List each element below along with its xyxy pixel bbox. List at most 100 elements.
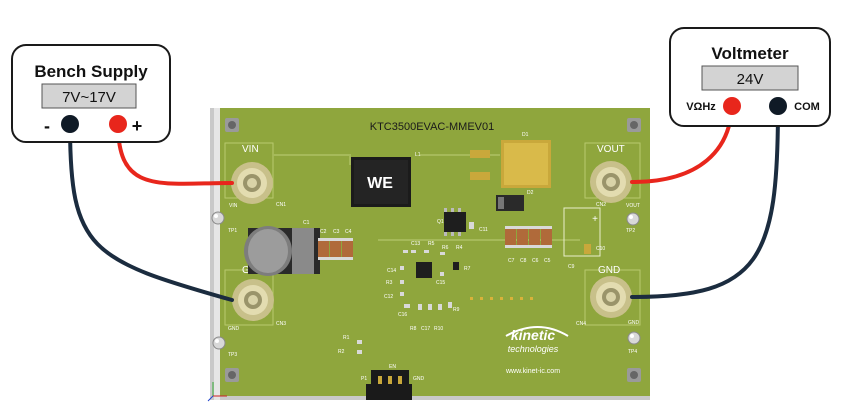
bench-supply-title: Bench Supply xyxy=(34,62,148,81)
mount-screw xyxy=(225,368,239,382)
vout-terminal[interactable] xyxy=(590,161,632,203)
c14-label: C14 xyxy=(387,268,396,274)
r9-label: R9 xyxy=(453,307,460,313)
black-wire-gnd-in xyxy=(68,122,234,302)
red-wire-vin xyxy=(116,122,234,186)
board-name: KTC3500EVAC-MMEV01 xyxy=(370,121,495,133)
tp2-label: TP2 xyxy=(626,228,635,234)
com-label: COM xyxy=(794,101,820,113)
voltmeter: Voltmeter 24V VΩHz COM xyxy=(669,27,831,127)
vout-label: VOUT xyxy=(597,144,625,155)
controller-ic xyxy=(416,262,432,278)
bench-supply-display xyxy=(41,83,137,109)
axis-marker-icon xyxy=(207,382,227,402)
cap-c10 xyxy=(584,244,591,254)
ceramic-caps-output xyxy=(505,226,552,248)
c17-label: C17 xyxy=(421,326,430,332)
voltmeter-v-jack[interactable] xyxy=(723,97,741,115)
c10-label: C10 xyxy=(596,246,605,252)
gnd-terminal-left[interactable] xyxy=(232,279,274,321)
c9-label: C9 xyxy=(568,264,575,270)
c2-label: C2 xyxy=(320,229,327,235)
test-point-tp3[interactable] xyxy=(212,336,226,350)
cn3-label: CN3 xyxy=(276,321,286,327)
test-point-tp2[interactable] xyxy=(626,212,640,226)
c16-label: C16 xyxy=(398,312,407,318)
small-passives xyxy=(357,250,533,354)
c13-label: C13 xyxy=(411,241,420,247)
d1-label: D1 xyxy=(522,132,529,138)
diode-d1 xyxy=(470,140,551,188)
c1-label: C1 xyxy=(303,220,310,226)
bench-positive-jack[interactable] xyxy=(109,115,127,133)
c5-label: C5 xyxy=(544,258,551,264)
ceramic-caps-input xyxy=(318,238,353,260)
c6-label: C6 xyxy=(532,258,539,264)
r3-label: R3 xyxy=(386,280,393,286)
p1-label: P1 xyxy=(361,376,367,382)
en-label: EN xyxy=(389,364,396,370)
tp4-net-label: GND xyxy=(628,320,640,326)
r10-label: R10 xyxy=(434,326,443,332)
r2-label: R2 xyxy=(338,349,345,355)
vohz-label: VΩHz xyxy=(686,101,716,113)
negative-label: - xyxy=(44,116,50,136)
black-wire-gnd-out xyxy=(630,104,780,299)
tp3-label: TP3 xyxy=(228,352,237,358)
cn1-label: CN1 xyxy=(276,202,286,208)
board-side xyxy=(214,108,220,400)
en-jumper[interactable] xyxy=(366,370,412,400)
gnd-right-label: GND xyxy=(598,265,620,276)
cn4-label: CN4 xyxy=(576,321,586,327)
voltmeter-com-jack[interactable] xyxy=(769,97,787,115)
bench-supply-display-text: 7V~17V xyxy=(62,89,116,106)
c7-label: C7 xyxy=(508,258,515,264)
vin-terminal[interactable] xyxy=(231,162,273,204)
c4-label: C4 xyxy=(345,229,352,235)
test-point-tp1[interactable] xyxy=(211,211,225,225)
tp1-net-label: VIN xyxy=(229,203,238,209)
logo-technologies-text: technologies xyxy=(508,344,559,354)
mosfet-q1 xyxy=(444,208,466,236)
d2-label: D2 xyxy=(527,190,534,196)
capacitor-c9: + xyxy=(563,207,601,257)
test-point-tp4[interactable] xyxy=(627,331,641,345)
inductor-l1: WE xyxy=(351,157,411,207)
r6-label: R6 xyxy=(442,245,449,251)
tp4-label: TP4 xyxy=(628,349,637,355)
mount-screw xyxy=(627,118,641,132)
r5-label: R5 xyxy=(428,241,435,247)
logo-kinetic-text: kinetic xyxy=(511,327,556,343)
r8-label: R8 xyxy=(410,326,417,332)
c11-label: C11 xyxy=(479,227,488,233)
tp2-net-label: VOUT xyxy=(626,203,640,209)
capacitor-c1 xyxy=(244,226,320,276)
diode-d2 xyxy=(496,195,524,211)
board-url: www.kinet-ic.com xyxy=(505,368,560,375)
vin-label: VIN xyxy=(242,144,259,155)
bench-negative-jack[interactable] xyxy=(61,115,79,133)
q1-label: Q1 xyxy=(437,219,444,225)
voltmeter-title: Voltmeter xyxy=(711,44,789,63)
cn2-label: CN2 xyxy=(596,202,606,208)
r4-label: R4 xyxy=(456,245,463,251)
we-logo: WE xyxy=(367,175,393,192)
mount-screw xyxy=(627,368,641,382)
tp3-net-label: GND xyxy=(228,326,240,332)
cap-c11 xyxy=(469,222,474,229)
voltmeter-display-text: 24V xyxy=(737,71,764,88)
c12-label: C12 xyxy=(384,294,393,300)
r7-label: R7 xyxy=(464,266,471,272)
evaluation-board: KTC3500EVAC-MMEV01 VIN GND xyxy=(207,108,650,402)
r1-label: R1 xyxy=(343,335,350,341)
kinetic-logo: kinetic technologies xyxy=(505,326,569,354)
voltmeter-display xyxy=(701,65,799,91)
mount-screw xyxy=(225,118,239,132)
c8-label: C8 xyxy=(520,258,527,264)
positive-label: + xyxy=(132,116,143,136)
en-gnd-label: GND xyxy=(413,376,425,382)
c3-label: C3 xyxy=(333,229,340,235)
bench-supply: Bench Supply 7V~17V - + xyxy=(11,44,171,143)
gnd-terminal-right[interactable] xyxy=(590,276,632,318)
